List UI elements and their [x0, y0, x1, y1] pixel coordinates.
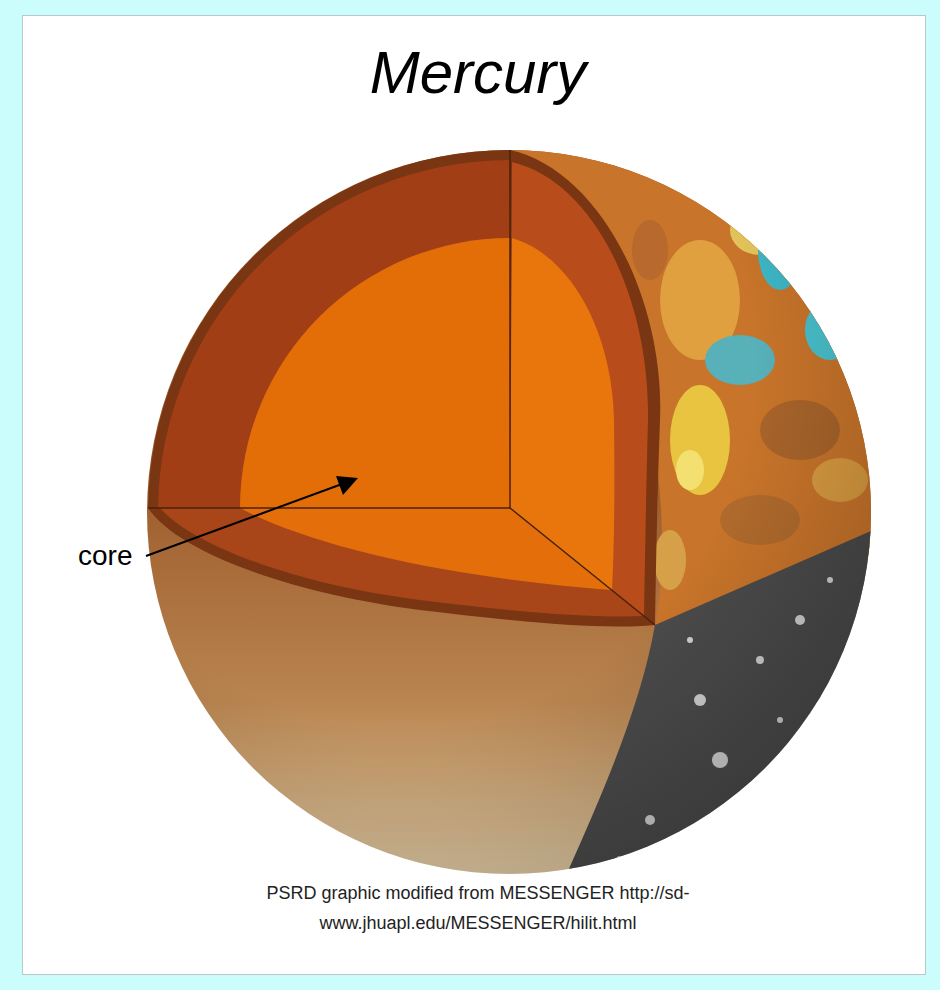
back-wall — [148, 150, 510, 508]
surface-shading — [140, 140, 880, 890]
cut-lines — [148, 150, 655, 625]
image-credit: PSRD graphic modified from MESSENGER htt… — [188, 878, 768, 938]
floor-face — [148, 508, 655, 627]
diagram-title: Mercury — [278, 38, 678, 108]
core-leader — [146, 476, 358, 556]
planet-surface — [140, 100, 900, 900]
part-label: core — [78, 540, 132, 572]
brown-surface — [140, 140, 880, 890]
